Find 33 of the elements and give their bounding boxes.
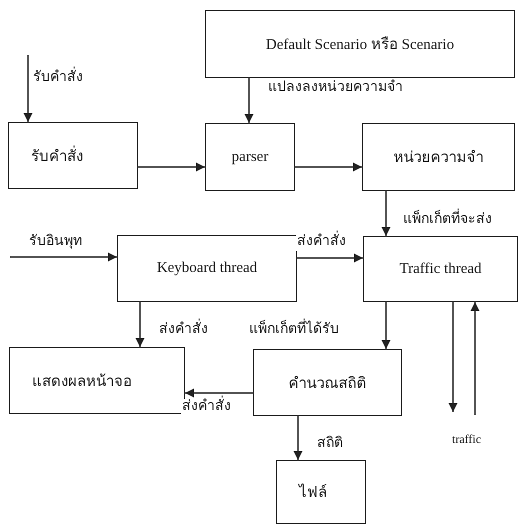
- node-text: คำนวณสถิติ: [288, 374, 366, 394]
- arrow: [136, 302, 144, 347]
- arrow: [24, 55, 32, 122]
- arrow: [297, 254, 363, 262]
- arrow: [244, 78, 254, 123]
- process-box: [362, 123, 515, 191]
- node-text: แสดงผลหน้าจอ: [32, 372, 132, 392]
- edge-label: รับอินพุท: [28, 234, 83, 251]
- arrow: [382, 302, 390, 349]
- arrow: [138, 162, 205, 172]
- process-box: [205, 123, 295, 191]
- process-box: [205, 10, 515, 78]
- node-text: parser: [232, 148, 268, 166]
- node-text: Traffic thread: [399, 260, 482, 278]
- arrow: [448, 302, 458, 412]
- arrow: [295, 162, 362, 172]
- process-box: [117, 235, 297, 302]
- note-text: traffic: [451, 432, 482, 446]
- process-box: [276, 460, 366, 524]
- node-text: รับคำสั่ง: [31, 144, 83, 168]
- process-box: [9, 347, 185, 414]
- node-text: Default Scenario หรือ Scenario: [266, 35, 454, 55]
- process-box: [8, 122, 138, 189]
- arrow: [470, 302, 480, 415]
- node-text: หน่วยความจำ: [394, 148, 484, 168]
- process-box: [363, 236, 518, 302]
- node-text: ไฟล์: [299, 482, 327, 503]
- arrow: [185, 388, 253, 398]
- arrow: [382, 191, 390, 236]
- process-box: [253, 349, 402, 416]
- arrow: [294, 416, 302, 460]
- arrow: [10, 252, 117, 262]
- node-text: Keyboard thread: [156, 260, 258, 277]
